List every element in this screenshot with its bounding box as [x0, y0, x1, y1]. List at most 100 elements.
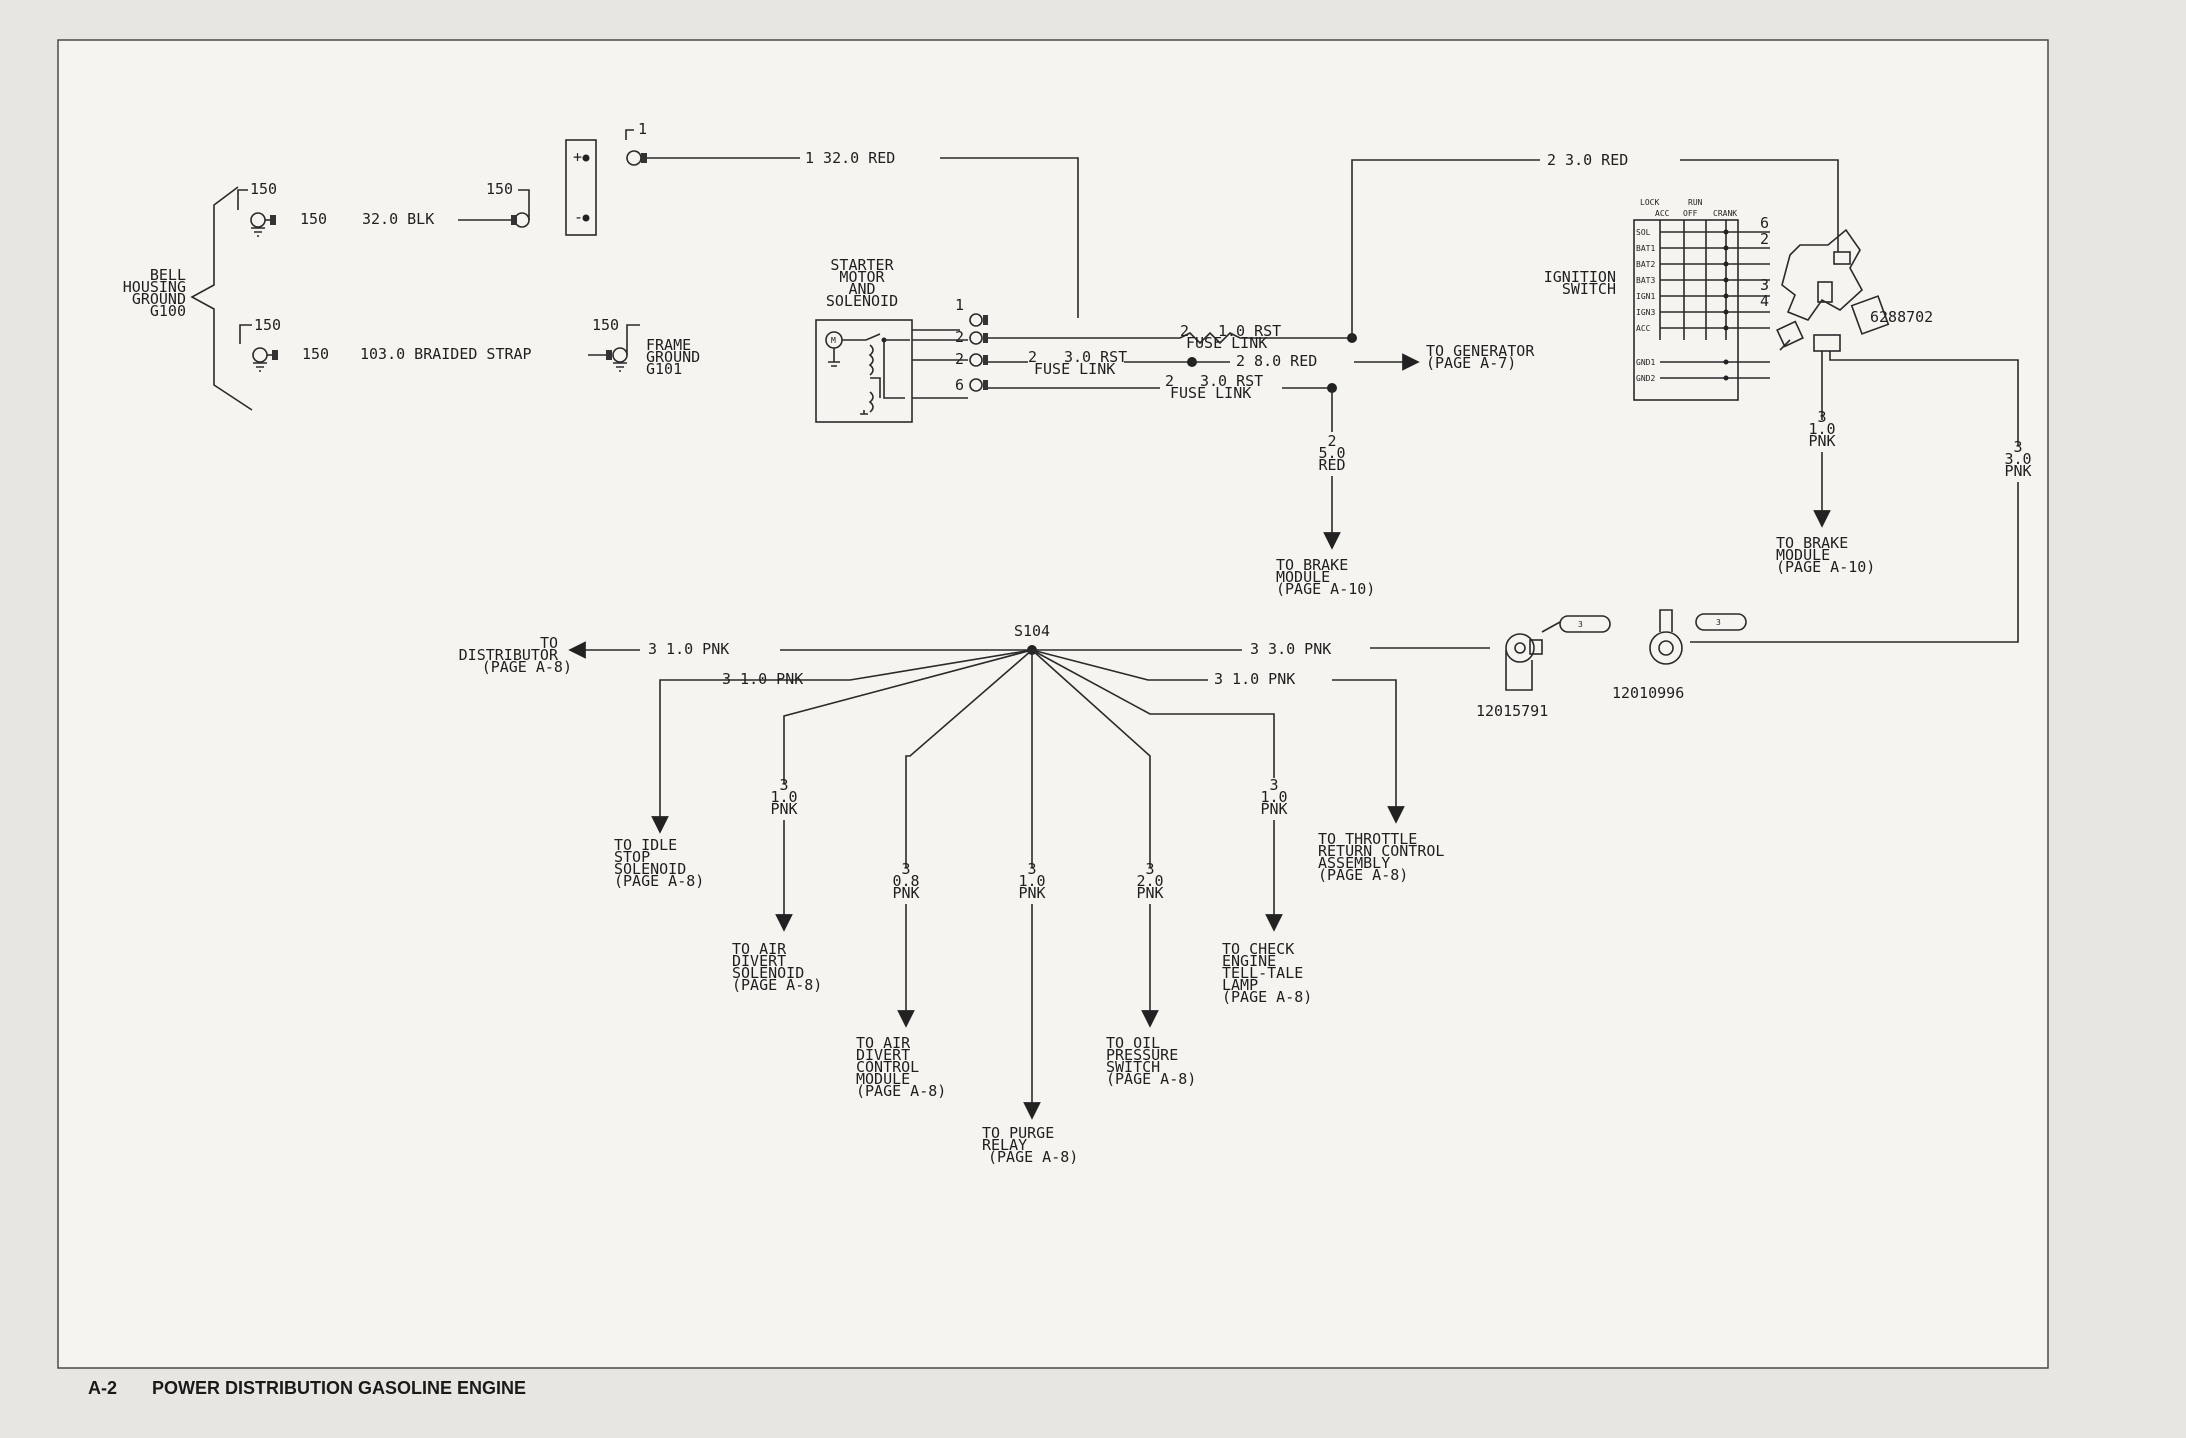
fl1-size: 1.0 RST — [1218, 322, 1281, 340]
fl3-size: 3.0 RST — [1200, 372, 1263, 390]
svg-text:TO OIL: TO OIL — [1106, 1034, 1160, 1052]
bell-housing-label-1: BELL — [150, 266, 186, 284]
dest-distributor-1: TO — [540, 634, 558, 652]
connector-1-part: 12015791 — [1476, 702, 1548, 720]
battery-wire-label: 1 32.0 RED — [805, 149, 895, 167]
fl2-circuit: 2 — [1028, 348, 1037, 366]
starter-pin-6: 6 — [955, 376, 964, 394]
solenoid-coil-icon — [868, 344, 874, 376]
svg-text:RELAY: RELAY — [982, 1136, 1027, 1154]
ground-term-label: 150 — [254, 316, 281, 334]
svg-text:DIVERT: DIVERT — [732, 952, 786, 970]
ign-conn-wire-3: PNK — [2004, 462, 2031, 480]
svg-text:RETURN CONTROL: RETURN CONTROL — [1318, 842, 1444, 860]
battery: + - 1 1 32.0 RED — [565, 120, 1079, 318]
svg-text:3: 3 — [1145, 860, 1154, 878]
generator-wire: 2 8.0 RED — [1236, 352, 1317, 370]
starter-pin-2: 2 — [955, 328, 964, 346]
svg-text:TO CHECK: TO CHECK — [1222, 940, 1294, 958]
ground-wire-left-term: 150 — [302, 345, 329, 363]
svg-text:(PAGE A-8): (PAGE A-8) — [1318, 866, 1408, 884]
ground-wire-2: 150 150 103.0 BRAIDED STRAP 150 FRAME GR… — [239, 316, 700, 378]
starter-pins: 1 2 2 6 — [912, 296, 988, 399]
svg-text:MODULE: MODULE — [856, 1070, 910, 1088]
svg-text:(PAGE A-8): (PAGE A-8) — [732, 976, 822, 994]
dest-brake-2-c: (PAGE A-10) — [1776, 558, 1875, 576]
ign-contact-dot — [1723, 325, 1729, 331]
svg-text:3: 3 — [779, 776, 788, 794]
ign-row-label: BAT1 — [1636, 244, 1655, 253]
connector-icon — [270, 215, 276, 225]
starter-label-2: MOTOR — [839, 268, 885, 286]
frame-ground-label-1: FRAME — [646, 336, 691, 354]
ign-contact-dot — [1723, 277, 1729, 283]
ign-conn-wire-2: 3.0 — [2004, 450, 2031, 468]
connector-icon — [641, 153, 647, 163]
svg-text:TO AIR: TO AIR — [856, 1034, 911, 1052]
svg-text:TO PURGE: TO PURGE — [982, 1124, 1054, 1142]
ignition-label-2: SWITCH — [1562, 280, 1616, 298]
connector-icon — [606, 350, 612, 360]
ignition-switch: IGNITION SWITCH LOCK RUN ACC OFF CRANK S… — [1544, 198, 2032, 643]
dest-distributor-2: DISTRIBUTOR — [459, 646, 559, 664]
ign-brake-wire-3: PNK — [1808, 432, 1835, 450]
ground-wire-right-term: 150 — [486, 180, 513, 198]
dest-distributor-3: (PAGE A-8) — [482, 658, 572, 676]
bell-housing-label-4: G100 — [150, 302, 186, 320]
connector-12015791-icon — [1505, 633, 1535, 663]
svg-text:3: 3 — [1269, 776, 1278, 794]
ign-contact-dot — [1723, 375, 1729, 381]
dest-brake-1-a: TO BRAKE — [1276, 556, 1348, 574]
ign-conn-wire-1: 3 — [2013, 438, 2022, 456]
starter-label-3: AND — [848, 280, 875, 298]
ign-row-label: GND1 — [1636, 358, 1655, 367]
ground-icon — [251, 227, 265, 237]
svg-text:TO THROTTLE: TO THROTTLE — [1318, 830, 1417, 848]
ign-contact-dot — [1723, 245, 1729, 251]
svg-text:3: 3 — [901, 860, 910, 878]
ign-contact-dot — [1723, 229, 1729, 235]
ign-row-label: IGN1 — [1636, 292, 1655, 301]
starter-pin-3: 2 — [955, 350, 964, 368]
svg-text:PNK: PNK — [1018, 884, 1045, 902]
ground-wire-1: 150 150 32.0 BLK 150 — [237, 180, 530, 237]
dest-generator-2: (PAGE A-7) — [1426, 354, 1516, 372]
ign-row-label: SOL — [1636, 228, 1651, 237]
ign-row-label: GND2 — [1636, 374, 1655, 383]
svg-text:ACC: ACC — [1655, 209, 1670, 218]
ign-row-label: BAT3 — [1636, 276, 1655, 285]
ground-wire-size: 103.0 BRAIDED STRAP — [360, 345, 532, 363]
ground-wire-right-term: 150 — [592, 316, 619, 334]
ground-icon — [253, 362, 267, 372]
svg-text:RUN: RUN — [1688, 198, 1703, 207]
inline-connectors: 3 12015791 3 12010996 — [1370, 609, 1747, 720]
dest-brake-1-b: MODULE — [1276, 568, 1330, 586]
bell-housing-label-3: GROUND — [132, 290, 186, 308]
branch-distributor-wire: 3 1.0 PNK — [648, 640, 729, 658]
svg-text:SWITCH: SWITCH — [1106, 1058, 1160, 1076]
splice-s104: S104 3 1.0 PNK TO DISTRIBUTOR (PAGE A-8)… — [459, 622, 1445, 1166]
svg-text:(PAGE A-8): (PAGE A-8) — [614, 872, 704, 890]
svg-text:3: 3 — [1578, 620, 1583, 629]
fl1-circuit: 2 — [1180, 322, 1189, 340]
svg-text:0.8: 0.8 — [892, 872, 919, 890]
svg-text:CONTROL: CONTROL — [856, 1058, 919, 1076]
ground-term-label: 150 — [250, 180, 277, 198]
svg-text:PNK: PNK — [1136, 884, 1163, 902]
svg-text:CRANK: CRANK — [1713, 209, 1737, 218]
svg-text:TO AIR: TO AIR — [732, 940, 787, 958]
svg-text:PRESSURE: PRESSURE — [1106, 1046, 1178, 1064]
battery-icon — [565, 139, 597, 236]
dest-brake-2-b: MODULE — [1776, 546, 1830, 564]
branch-idle-wire: 3 1.0 PNK — [722, 670, 803, 688]
fuse-links: 2 1.0 RST FUSE LINK 2 3.0 RED 2 3.0 RST … — [988, 151, 1839, 598]
ground-wire-left-term: 150 — [300, 210, 327, 228]
page-title: POWER DISTRIBUTION GASOLINE ENGINE — [152, 1378, 526, 1398]
svg-text:TO IDLE: TO IDLE — [614, 836, 677, 854]
svg-text:LAMP: LAMP — [1222, 976, 1258, 994]
svg-text:3: 3 — [1716, 618, 1721, 627]
ign-contact-dot — [1723, 293, 1729, 299]
brake-wire-2: 5.0 — [1318, 444, 1345, 462]
connector-icon — [511, 215, 517, 225]
ign-brake-wire-1: 3 — [1817, 408, 1826, 426]
